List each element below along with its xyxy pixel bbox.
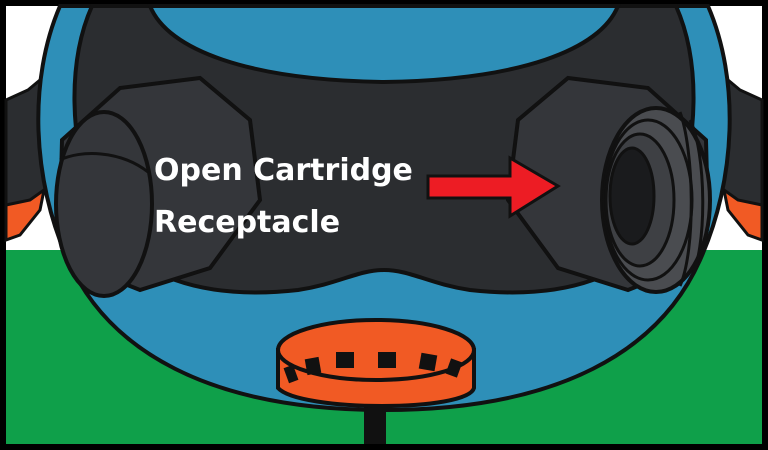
top-band bbox=[147, 4, 621, 85]
open-cartridge-receptacle bbox=[600, 106, 712, 294]
valve-stem bbox=[364, 400, 386, 444]
callout-line-2: Receptacle bbox=[154, 205, 341, 240]
callout-label: Open Cartridge Receptacle bbox=[154, 145, 413, 249]
left-filter-housing bbox=[54, 75, 263, 298]
callout-line-1: Open Cartridge bbox=[154, 153, 413, 188]
exhalation-valve bbox=[276, 318, 476, 408]
red-arrow bbox=[426, 155, 561, 219]
